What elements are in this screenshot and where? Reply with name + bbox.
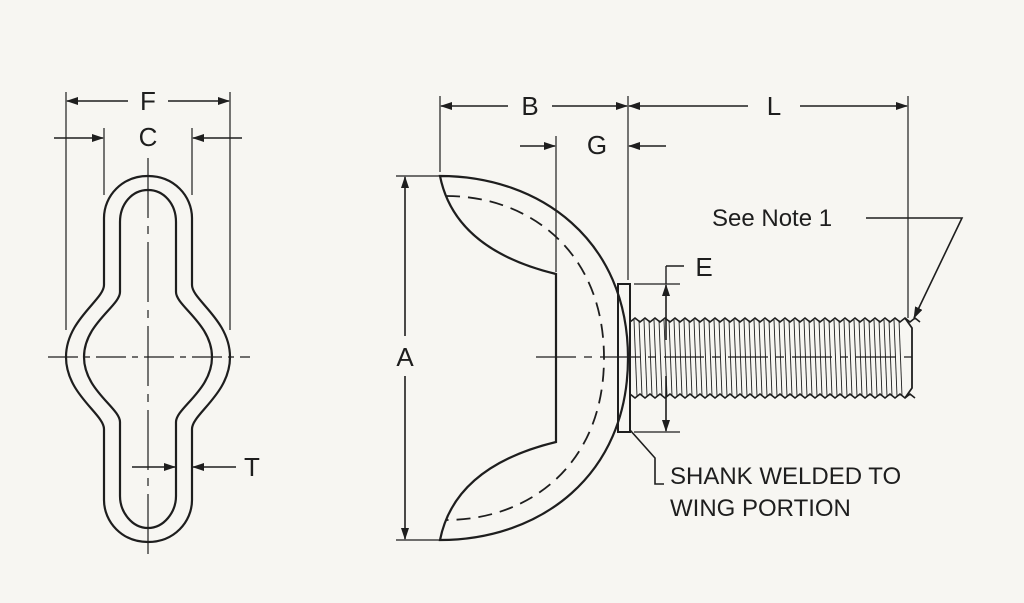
thread-crest-line bbox=[838, 319, 843, 397]
thread-crest-line bbox=[673, 319, 678, 397]
end-view-outer-outline bbox=[64, 174, 232, 544]
thread-top-edge bbox=[629, 316, 921, 324]
thread-crest-lines bbox=[633, 319, 903, 397]
thread-crest-line bbox=[863, 319, 868, 397]
thread-crest-line bbox=[723, 319, 728, 397]
thread-crest-line bbox=[858, 319, 863, 397]
dimension-label-l: L bbox=[767, 91, 781, 121]
thread-crest-line bbox=[653, 319, 658, 397]
thread-crest-line bbox=[763, 319, 768, 397]
thread-crest-line bbox=[848, 319, 853, 397]
thread-crest-line bbox=[698, 319, 703, 397]
shank-weld-plate bbox=[617, 283, 631, 433]
thread-crest-line bbox=[843, 319, 848, 397]
shank-weld-leader bbox=[629, 429, 664, 485]
thread-crest-line bbox=[888, 319, 893, 397]
thread-crest-line bbox=[668, 319, 673, 397]
wing-hidden-line bbox=[445, 195, 605, 521]
thread-crest-line bbox=[738, 319, 743, 397]
end-view-inner-outline bbox=[82, 188, 214, 530]
thread-crest-line bbox=[768, 319, 773, 397]
thread-crest-line bbox=[718, 319, 723, 397]
thread-crest-line bbox=[818, 319, 823, 397]
thread-crest-line bbox=[868, 319, 873, 397]
side-view: B G L A E See Note 1 SHANK WELDED TO WIN… bbox=[396, 91, 964, 542]
thread-crest-line bbox=[703, 319, 708, 397]
note-1-callout: See Note 1 bbox=[712, 205, 832, 232]
thread-crest-line bbox=[728, 319, 733, 397]
threaded-shank bbox=[629, 316, 921, 400]
thread-crest-line bbox=[688, 319, 693, 397]
thread-crest-line bbox=[788, 319, 793, 397]
thread-crest-line bbox=[898, 319, 903, 397]
thread-crest-line bbox=[648, 319, 653, 397]
thread-crest-line bbox=[683, 319, 688, 397]
thread-crest-line bbox=[853, 319, 858, 397]
thread-crest-line bbox=[638, 319, 643, 397]
dimension-label-a: A bbox=[396, 342, 414, 372]
thread-crest-line bbox=[783, 319, 788, 397]
dimension-label-f: F bbox=[140, 86, 156, 116]
thread-crest-line bbox=[758, 319, 763, 397]
thread-crest-line bbox=[643, 319, 648, 397]
thread-crest-line bbox=[883, 319, 888, 397]
thread-crest-line bbox=[733, 319, 738, 397]
thread-crest-line bbox=[803, 319, 808, 397]
shank-weld-note-line-2: WING PORTION bbox=[670, 495, 851, 522]
thread-crest-line bbox=[878, 319, 883, 397]
thread-crest-line bbox=[778, 319, 783, 397]
thread-crest-line bbox=[808, 319, 813, 397]
thread-crest-line bbox=[773, 319, 778, 397]
thread-crest-line bbox=[753, 319, 758, 397]
dimension-label-c: C bbox=[139, 122, 158, 152]
thread-crest-line bbox=[743, 319, 748, 397]
thread-crest-line bbox=[798, 319, 803, 397]
shank-weld-note-line-1: SHANK WELDED TO bbox=[670, 463, 901, 490]
note-1-leader bbox=[866, 217, 964, 319]
thread-crest-line bbox=[873, 319, 878, 397]
thread-crest-line bbox=[658, 319, 663, 397]
thread-crest-line bbox=[678, 319, 683, 397]
thread-crest-line bbox=[793, 319, 798, 397]
thread-crest-line bbox=[823, 319, 828, 397]
thread-crest-line bbox=[693, 319, 698, 397]
thread-bottom-edge bbox=[629, 392, 916, 400]
end-view: F C T bbox=[48, 86, 260, 556]
dimension-label-e: E bbox=[695, 252, 712, 282]
thread-crest-line bbox=[893, 319, 898, 397]
dimension-label-b: B bbox=[521, 91, 538, 121]
thread-crest-line bbox=[833, 319, 838, 397]
thread-crest-line bbox=[813, 319, 818, 397]
thread-crest-line bbox=[708, 319, 713, 397]
thread-crest-line bbox=[713, 319, 718, 397]
thread-crest-line bbox=[748, 319, 753, 397]
wing-outline bbox=[438, 174, 630, 542]
shank-end-chamfer bbox=[904, 317, 913, 399]
thread-crest-line bbox=[828, 319, 833, 397]
dimension-label-t: T bbox=[244, 452, 260, 482]
dimension-label-g: G bbox=[587, 130, 607, 160]
thread-crest-line bbox=[633, 319, 638, 397]
